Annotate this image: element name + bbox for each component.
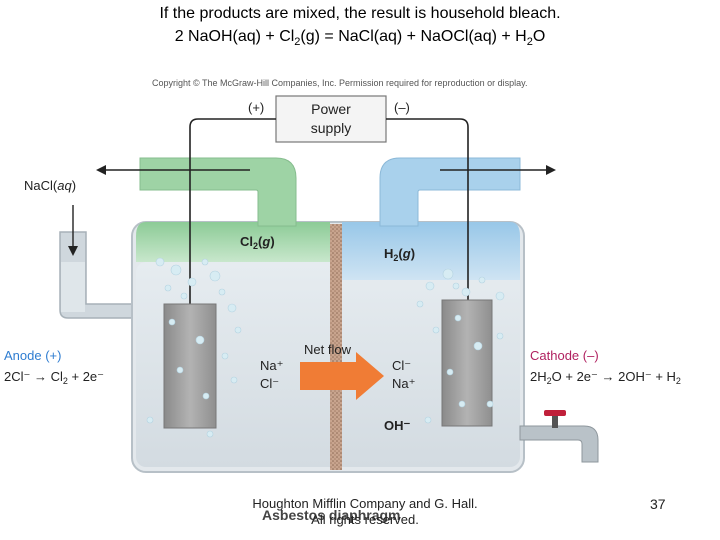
- h2-gas-region: [342, 222, 520, 280]
- drain-tap: [519, 425, 599, 463]
- net-flow-label: Net flow: [304, 342, 352, 357]
- feed-liquid: [61, 262, 85, 312]
- minus-terminal-label: (–): [394, 100, 410, 115]
- anode-reaction: 2Cl⁻ → Cl2 + 2e⁻: [4, 369, 104, 386]
- net-flow-arrow: [300, 352, 384, 400]
- feed-label: NaCl(aq): [24, 178, 76, 193]
- left-ion-na: Na⁺: [260, 358, 283, 373]
- footer-credit: Houghton Mifflin Company and G. Hall. Al…: [252, 496, 478, 527]
- anode-title: Anode (+): [4, 348, 61, 363]
- slide-title: If the products are mixed, the result is…: [159, 5, 561, 22]
- asbestos-diaphragm: [330, 224, 342, 470]
- diaphragm-label: Asbestos diaphragm: [262, 507, 400, 523]
- power-supply-label: Power: [311, 101, 351, 117]
- copyright-notice: Copyright © The McGraw-Hill Companies, I…: [152, 78, 528, 88]
- cathode-electrode: [441, 299, 493, 427]
- cathode-title: Cathode (–): [530, 348, 599, 363]
- anode-wire: [189, 118, 276, 308]
- hydroxide-ion: OH⁻: [384, 418, 411, 433]
- h2-label: H2(g): [384, 246, 415, 263]
- cl2-label: Cl2(g): [240, 234, 275, 251]
- cl2-gas-region: [136, 222, 330, 262]
- plus-terminal-label: (+): [248, 100, 264, 115]
- tap-handle: [544, 410, 566, 416]
- gas-bubbles: [146, 257, 505, 438]
- bleach-equation: 2 NaOH(aq) + Cl2(g) = NaCl(aq) + NaOCl(a…: [174, 28, 546, 49]
- cl2-outlet-pipe: [139, 157, 297, 227]
- page-number: 37: [650, 496, 666, 512]
- cathode-wire: [386, 118, 469, 306]
- cathode-reaction: 2H2O + 2e⁻ → 2OH⁻ + H2: [530, 369, 681, 386]
- power-supply-label-2: supply: [311, 120, 351, 136]
- right-ion-na: Na⁺: [392, 376, 415, 391]
- left-ion-cl: Cl⁻: [260, 376, 279, 391]
- h2-outlet-pipe: [379, 157, 521, 227]
- right-ion-cl: Cl⁻: [392, 358, 411, 373]
